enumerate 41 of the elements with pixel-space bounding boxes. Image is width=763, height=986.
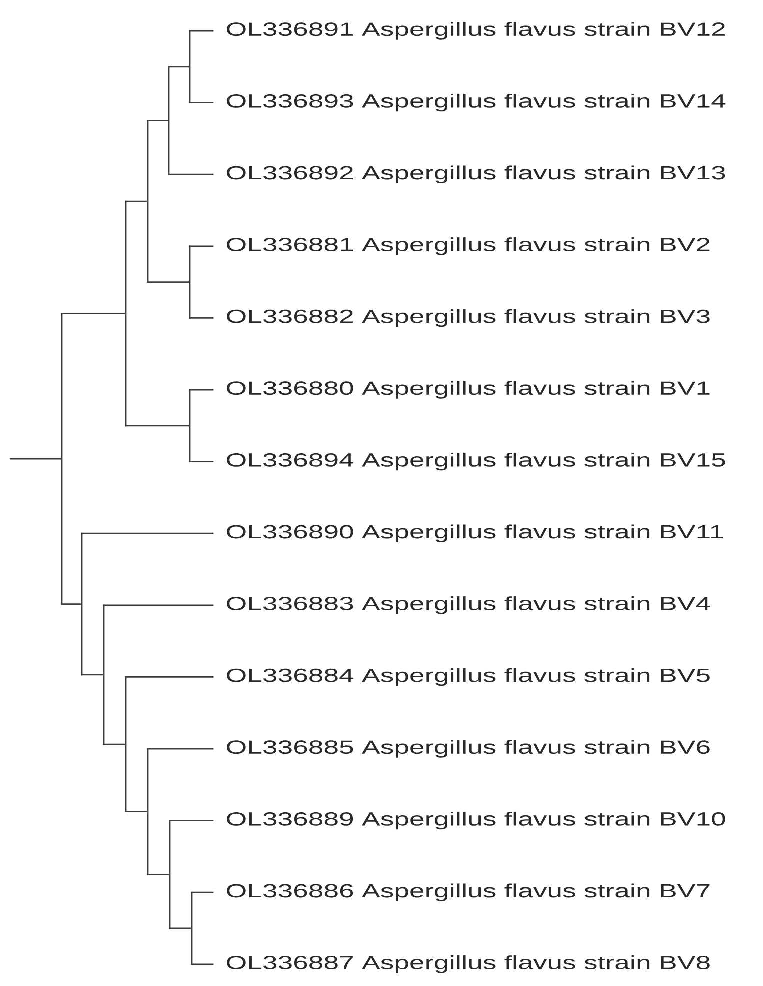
taxon-label: OL336884 Aspergillus flavus strain BV5: [227, 668, 710, 686]
tree-branch: [81, 674, 104, 676]
taxon-label: OL336881 Aspergillus flavus strain BV2: [227, 238, 710, 256]
tree-branch: [189, 246, 214, 248]
tree-branch: [125, 200, 148, 202]
taxon-label: OL336883 Aspergillus flavus strain BV4: [227, 596, 710, 614]
tree-branch: [189, 389, 214, 391]
taxon-label: OL336890 Aspergillus flavus strain BV11: [227, 524, 724, 542]
tree-branch: [147, 748, 214, 750]
tree-branch: [168, 66, 190, 68]
taxon-label: OL336886 Aspergillus flavus strain BV7: [227, 884, 710, 902]
tree-branch: [189, 102, 214, 104]
tree-branch: [189, 30, 214, 32]
tree-branch: [191, 964, 214, 966]
tree-branch: [169, 928, 192, 930]
taxon-label: OL336889 Aspergillus flavus strain BV10: [227, 812, 726, 830]
tree-branch: [103, 604, 214, 606]
tree-branch: [125, 811, 148, 813]
tree-branch: [168, 174, 214, 176]
taxon-label: OL336880 Aspergillus flavus strain BV1: [227, 381, 710, 399]
taxon-label: OL336891 Aspergillus flavus strain BV12: [227, 22, 725, 40]
taxon-label: OL336892 Aspergillus flavus strain BV13: [227, 166, 726, 184]
tree-branch: [189, 461, 214, 462]
taxon-label: OL336882 Aspergillus flavus strain BV3: [227, 309, 710, 328]
tree-branch: [189, 318, 214, 319]
tree-branch: [147, 120, 168, 122]
tree-branch: [147, 874, 170, 876]
taxon-label: OL336885 Aspergillus flavus strain BV6: [227, 740, 710, 758]
taxon-label: OL336894 Aspergillus flavus strain BV15: [227, 452, 726, 471]
tree-branch: [61, 604, 82, 605]
tree-branch: [103, 744, 126, 746]
tree-branch: [125, 676, 214, 678]
taxon-label: OL336893 Aspergillus flavus strain BV14: [227, 94, 726, 112]
tree-branch: [61, 313, 126, 314]
tree-branch: [10, 458, 62, 460]
tree-branch: [125, 425, 190, 427]
taxon-label: OL336887 Aspergillus flavus strain BV8: [227, 956, 710, 974]
tree-branch: [81, 532, 214, 534]
tree-branch: [147, 282, 190, 283]
tree-branch: [169, 820, 214, 822]
tree-branch: [191, 892, 214, 894]
